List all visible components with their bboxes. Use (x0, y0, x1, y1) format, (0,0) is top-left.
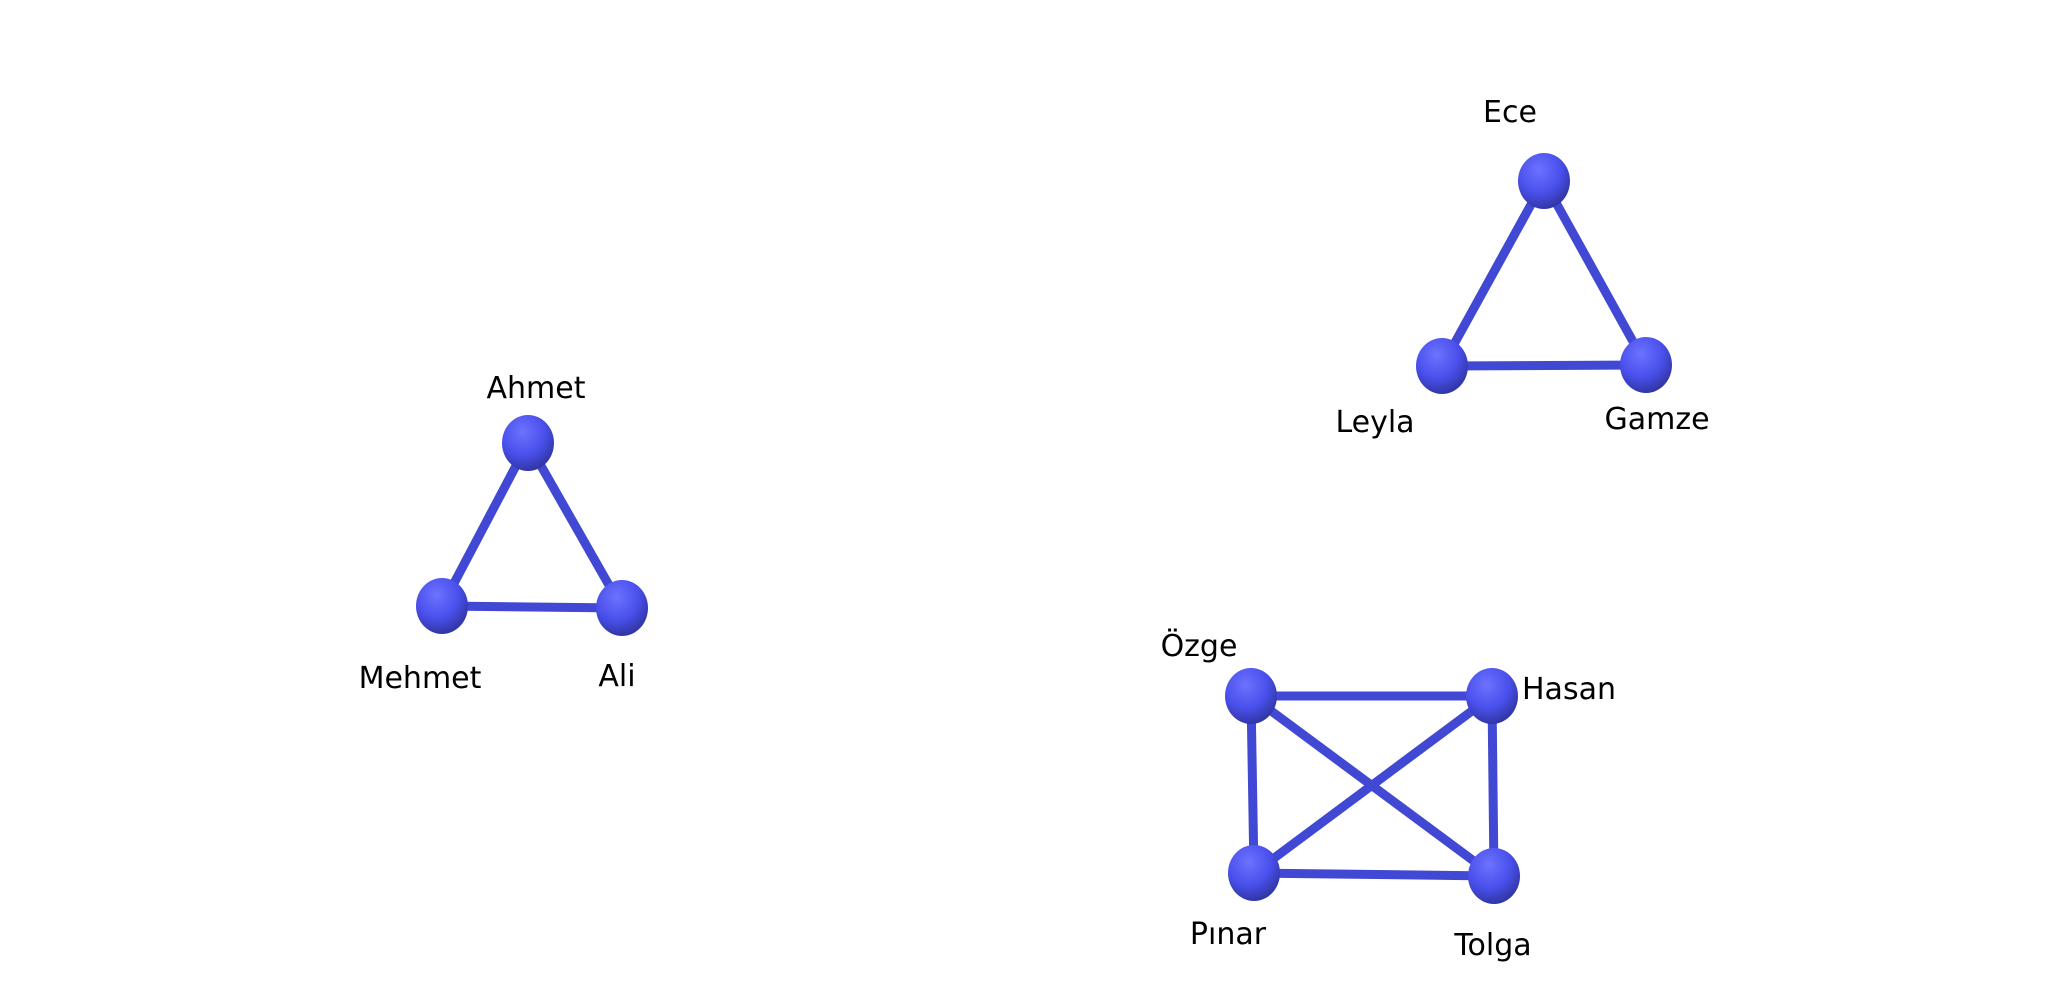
node-hasan (1466, 668, 1518, 724)
edge-pinar-tolga (1249, 868, 1499, 881)
node-pinar (1228, 845, 1280, 901)
node-leyla (1416, 338, 1468, 394)
edge-hasan-tolga (1487, 691, 1499, 881)
node-gamze (1620, 337, 1672, 393)
edge-ozge-pinar (1246, 691, 1259, 878)
node-ahmet (502, 415, 554, 471)
edge-hasan-pinar (1249, 691, 1497, 878)
edges-layer (437, 176, 1651, 881)
node-tolga (1468, 848, 1520, 904)
node-ali (596, 580, 648, 636)
node-ece (1518, 153, 1570, 209)
node-mehmet (416, 578, 468, 634)
node-label-ali: Ali (598, 659, 635, 694)
node-label-mehmet: Mehmet (359, 661, 482, 696)
node-label-pinar: Pınar (1190, 917, 1267, 952)
nodes-layer (416, 153, 1672, 904)
node-label-tolga: Tolga (1453, 928, 1531, 963)
edge-leyla-gamze (1437, 360, 1651, 371)
node-label-ece: Ece (1483, 95, 1537, 130)
edge-ahmet-mehmet (437, 438, 533, 611)
node-label-ozge: Özge (1161, 628, 1238, 664)
node-label-hasan: Hasan (1522, 672, 1616, 707)
edge-ece-leyla (1437, 176, 1549, 371)
node-label-leyla: Leyla (1335, 405, 1414, 440)
edge-ece-gamze (1539, 176, 1651, 370)
node-ozge (1225, 668, 1277, 724)
node-label-ahmet: Ahmet (487, 371, 586, 406)
edge-mehmet-ali (437, 601, 627, 613)
node-label-gamze: Gamze (1604, 402, 1709, 437)
edge-ahmet-ali (523, 438, 627, 613)
